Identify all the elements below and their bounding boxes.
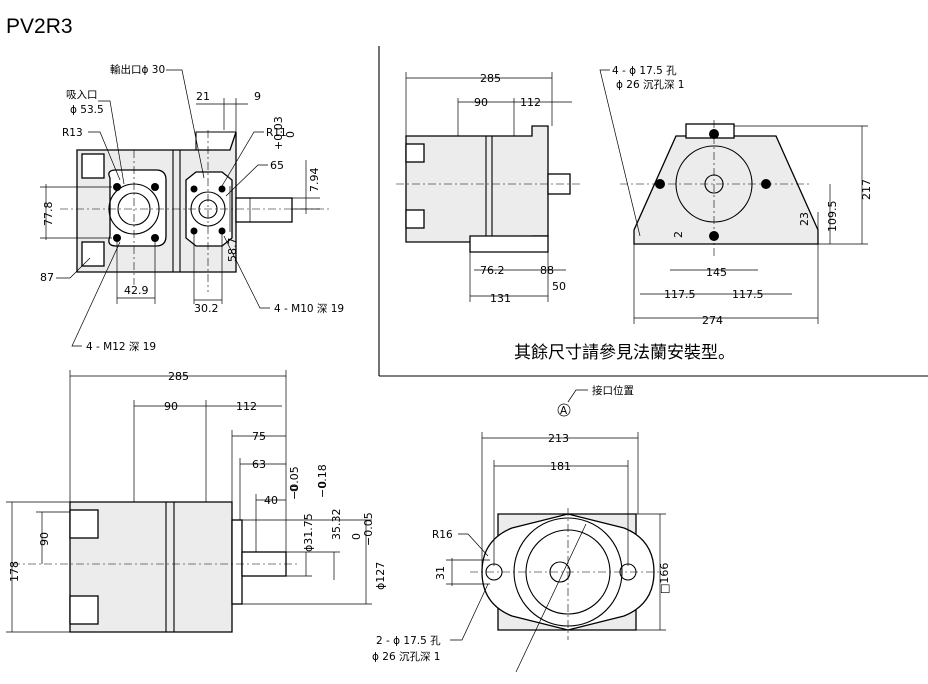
flange-front-view: 4 - ϕ 17.5 孔 ϕ 26 沉孔深 1 2 23 109.5 217 1… (599, 64, 873, 327)
front-view: 輸出口ϕ 30 吸入口 ϕ 53.5 R13 21 9 R11 65 +0.03… (40, 63, 344, 353)
sv-pilot-hi: 0 (350, 533, 363, 540)
ff-d1095: 109.5 (826, 201, 839, 233)
inlet-dia: ϕ 53.5 (70, 104, 104, 116)
ev-d181: 181 (550, 460, 571, 473)
sv-d63: 63 (252, 458, 266, 471)
sv-pilot-dia: ϕ127 (374, 562, 387, 590)
ev-d31: 31 (434, 566, 447, 580)
ff-d217: 217 (860, 179, 873, 200)
ev-r16: R16 (432, 529, 453, 541)
ff-d1175a: 117.5 (664, 288, 696, 301)
fs-d112: 112 (520, 96, 541, 109)
ev-counterbore: ϕ 26 沉孔深 1 (372, 650, 440, 663)
fs-d762: 76.2 (480, 264, 505, 277)
ev-d213: 213 (548, 432, 569, 445)
sv-pilot-lo: −0.05 (362, 512, 375, 546)
sv-d40: 40 (264, 494, 278, 507)
r13-label: R13 (62, 127, 83, 139)
d794: 7.94 (308, 168, 321, 193)
port-position-label: 接口位置 (592, 384, 634, 397)
sv-d75: 75 (252, 430, 266, 443)
ff-d2: 2 (672, 231, 685, 238)
m10-label: 4 - M10 深 19 (274, 303, 344, 315)
sv-shaft-hi: 0 (288, 485, 301, 492)
fs-d88: 88 (540, 264, 554, 277)
fs-d90: 90 (474, 96, 488, 109)
sv-d112: 112 (236, 400, 257, 413)
fs-d285: 285 (480, 72, 501, 85)
sv-d285: 285 (168, 370, 189, 383)
d778: 77.8 (42, 202, 55, 227)
outlet-label: 輸出口ϕ 30 (110, 63, 165, 76)
end-view: 接口位置 A 213 181 R16 31 □166 2 - ϕ 17.5 孔 … (372, 384, 671, 673)
sv-d90: 90 (164, 400, 178, 413)
sv-key-h: 35.32 (330, 509, 343, 541)
d587: 58.7 (226, 238, 239, 263)
model-title: PV2R3 (6, 15, 73, 38)
ff-d274: 274 (702, 314, 723, 327)
ff-d23: 23 (798, 212, 811, 226)
d429-label: 42.9 (124, 284, 149, 297)
sv-key-hi: 0 (316, 481, 329, 488)
sv-d90v: 90 (38, 532, 51, 546)
d65-label: 65 (270, 159, 284, 172)
d9-label: 9 (254, 90, 261, 103)
ff-counterbore: ϕ 26 沉孔深 1 (616, 78, 684, 91)
d21-label: 21 (196, 90, 210, 103)
fs-d50: 50 (552, 280, 566, 293)
side-view: 285 90 112 75 63 40 0 −0.05 ϕ31.75 0 −0.… (6, 370, 387, 633)
ev-holes: 2 - ϕ 17.5 孔 (376, 634, 441, 647)
port-letter: A (560, 405, 568, 417)
r11-label: R11 (266, 127, 287, 139)
flange-side-view: 285 90 112 76.2 88 131 50 (396, 72, 580, 305)
ff-d145: 145 (706, 266, 727, 279)
sv-shaft-lo: −0.05 (288, 466, 301, 500)
inlet-label: 吸入口 (66, 89, 98, 101)
d87-label: 87 (40, 271, 54, 284)
sv-key-lo: −0.18 (316, 464, 329, 498)
sv-shaft-dia: ϕ31.75 (302, 513, 315, 552)
fs-d131: 131 (490, 292, 511, 305)
flange-note: 其餘尺寸請參見法蘭安裝型。 (514, 343, 735, 363)
flange-view-frame (378, 46, 928, 377)
m12-label: 4 - M12 深 19 (86, 341, 156, 353)
sv-d178: 178 (8, 561, 21, 582)
ff-holes: 4 - ϕ 17.5 孔 (612, 64, 677, 77)
tol-plus: +0.03 (272, 116, 285, 150)
tol-zero: 0 (284, 131, 297, 138)
ev-d166: □166 (658, 563, 671, 594)
ff-d1175b: 117.5 (732, 288, 764, 301)
d302-label: 30.2 (194, 302, 219, 315)
